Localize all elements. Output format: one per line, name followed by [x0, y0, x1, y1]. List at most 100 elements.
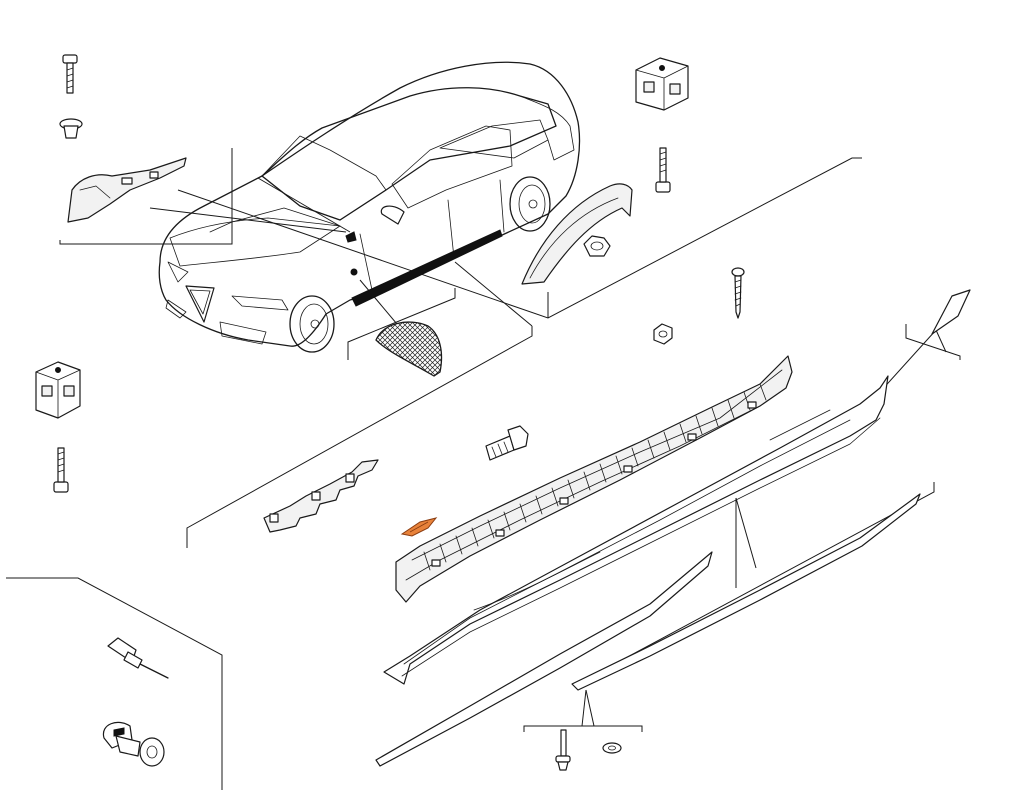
liner-icon	[67, 157, 187, 223]
sill-cover-lower-edge	[401, 417, 881, 677]
car-front-shield-inner	[189, 289, 211, 315]
end-cap-body	[931, 289, 971, 335]
sill-cover-groove	[473, 551, 601, 611]
pin-rivet-tail	[557, 761, 569, 771]
leader-endcap	[879, 329, 937, 393]
car-headlight-left	[167, 261, 189, 283]
group-bracket-endcap	[905, 324, 961, 360]
pin-rivet-head	[555, 755, 571, 763]
rail-icon	[395, 355, 793, 603]
leader-car-rail	[454, 261, 533, 327]
car-icon	[158, 61, 581, 353]
group-bracket-grille	[347, 288, 456, 360]
car-mirror	[380, 205, 405, 225]
block-icon	[635, 57, 689, 111]
rail-ribs	[423, 383, 767, 571]
leader-strip-rivets	[581, 689, 587, 727]
car-intake-right	[219, 321, 267, 345]
hex-nut-body	[653, 323, 673, 345]
car-rear-window	[439, 119, 549, 159]
rail-upper-edge	[411, 369, 783, 561]
nut-icon	[583, 235, 611, 257]
callout-lines	[6, 148, 961, 790]
car-rear-hub	[528, 199, 538, 209]
sill-cover-mid-line	[403, 419, 851, 665]
bolt-shank	[66, 62, 74, 94]
sill-icon	[383, 375, 889, 685]
group-bracket-sill	[177, 157, 862, 319]
flange-nut-hole	[590, 241, 604, 251]
leader-car-grille	[359, 279, 403, 331]
expansion-clip-slot	[113, 727, 125, 737]
clip-icon	[400, 517, 438, 537]
leader-sill-b	[735, 497, 757, 569]
trim-icon	[521, 183, 633, 285]
car-windshield	[261, 135, 387, 221]
car-hood-line	[209, 207, 341, 233]
washer-hole	[608, 745, 616, 751]
lower-trim-strip-b	[571, 493, 921, 691]
leader-car-liner-2	[257, 177, 351, 233]
car-front-rim	[299, 303, 329, 345]
car-door-line-2	[447, 199, 455, 259]
block-icon	[35, 361, 81, 419]
arch-trim-body	[521, 183, 633, 285]
clip-body	[63, 125, 79, 139]
left-block-edges	[35, 369, 81, 419]
car-front-hub	[310, 319, 320, 329]
car-headlight-right	[231, 295, 289, 311]
bolt-head	[62, 54, 78, 64]
screw-shank	[734, 275, 742, 319]
block-body	[635, 57, 689, 111]
screw-head	[731, 267, 745, 277]
liner-body	[67, 157, 187, 223]
car-rear-wheel	[509, 176, 551, 232]
front-bracket-body	[263, 459, 379, 533]
front-bracket-tab-1	[269, 513, 279, 523]
hex-nut-hole	[658, 330, 668, 338]
washer-body	[602, 742, 622, 754]
group-bracket-rail	[186, 326, 533, 548]
rail-tabs	[431, 401, 757, 567]
car-rear-rim	[518, 184, 546, 224]
lower-trim-strip-a	[375, 551, 713, 767]
sill-cover-body	[383, 375, 889, 685]
group-bracket-liner	[59, 148, 233, 245]
expansion-clip-body	[115, 735, 141, 757]
washer-icon	[602, 742, 622, 754]
car-door-line-1	[359, 233, 373, 291]
screw-icon	[731, 267, 745, 319]
grille-mesh	[375, 321, 443, 377]
bolt-long-top-head	[655, 181, 671, 193]
front-bracket-tab-2	[311, 491, 321, 501]
group-bracket-strip	[621, 482, 935, 661]
rail-body	[395, 355, 793, 603]
sill-cover-groove-2	[769, 409, 831, 441]
group-bracket-fasteners	[6, 577, 223, 790]
block-hole-1	[643, 81, 655, 93]
leader-endcap-2	[935, 329, 947, 353]
expansion-clip-washer-hole	[146, 745, 158, 759]
liner-tab-2	[149, 171, 159, 179]
block-pin	[659, 65, 665, 71]
left-block-hole-1	[41, 385, 53, 397]
bolt-icon	[62, 54, 78, 94]
group-bracket-rivets	[523, 725, 643, 732]
car-side-skirt	[351, 229, 503, 307]
car-fender-badge	[350, 268, 358, 276]
car-fender-mark	[345, 231, 357, 243]
pin-rivet-shank	[560, 729, 567, 757]
left-block-pin	[55, 367, 61, 373]
car-trunk	[519, 95, 575, 161]
strip-icon	[375, 493, 921, 767]
arch-trim-line	[529, 197, 619, 279]
cap-icon	[931, 289, 971, 335]
leader-strip-rivets-2	[585, 689, 595, 727]
hex-bolt-head	[507, 425, 529, 451]
car-intake-left	[165, 299, 187, 319]
car-hood	[169, 217, 341, 267]
push-clip-icon	[59, 118, 83, 139]
rivet-icon	[555, 729, 571, 771]
nut-icon	[653, 323, 673, 345]
